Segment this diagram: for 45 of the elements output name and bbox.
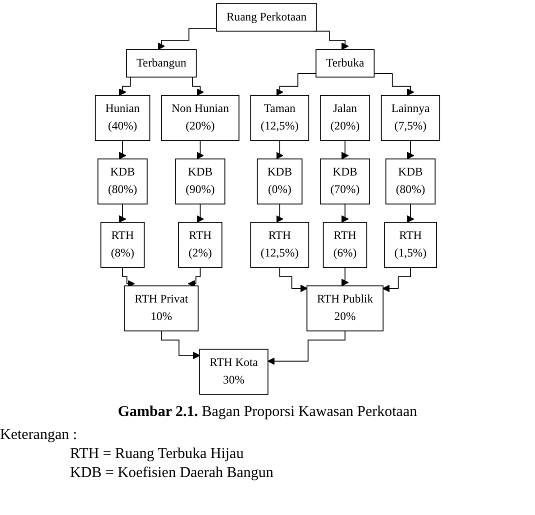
abbreviation-note: RTH = Ruang Terbuka Hijau xyxy=(70,446,244,463)
arrow xyxy=(276,73,316,96)
arrow xyxy=(188,267,201,288)
node-box: RTH Kota 30% xyxy=(199,348,268,395)
arrow xyxy=(196,204,204,223)
arrow xyxy=(160,330,200,360)
node-box: KDB (80%) xyxy=(385,158,436,204)
node-box: RTH (12,5%) xyxy=(250,222,310,268)
arrow xyxy=(406,204,414,223)
node-box: RTH (6%) xyxy=(322,222,368,268)
node-box: Terbangun xyxy=(126,49,197,78)
arrow xyxy=(276,140,284,160)
notes-heading: Keterangan : xyxy=(0,427,78,444)
node-box: Taman (12,5%) xyxy=(250,95,310,141)
node-box: Non Hunian (20%) xyxy=(161,95,240,141)
arrow xyxy=(268,330,346,365)
abbreviation-note: KDB = Koefisien Daerah Bangun xyxy=(70,465,274,482)
node-box: KDB (80%) xyxy=(98,158,148,204)
node-box: Jalan (20%) xyxy=(320,95,370,141)
arrow xyxy=(341,204,349,223)
node-box: RTH Privat 10% xyxy=(124,285,199,332)
node-box: Terbuka xyxy=(316,49,375,78)
arrow xyxy=(122,267,135,288)
node-box: Hunian (40%) xyxy=(94,95,150,141)
arrow xyxy=(276,204,284,223)
arrow xyxy=(118,140,126,160)
arrow xyxy=(196,140,204,160)
figure-caption: Gambar 2.1. Bagan Proporsi Kawasan Perkotaan xyxy=(118,404,418,421)
node-box: RTH Publik 20% xyxy=(306,285,384,332)
arrow xyxy=(158,28,217,50)
arrow xyxy=(374,73,414,96)
arrow xyxy=(279,267,308,292)
arrow xyxy=(341,140,349,160)
node-box: Ruang Perkotaan xyxy=(216,3,318,32)
node-box: RTH (1,5%) xyxy=(384,222,437,268)
node-box: Lainnya (7,5%) xyxy=(380,95,440,141)
node-box: RTH (2%) xyxy=(178,222,222,268)
arrow xyxy=(382,267,411,292)
node-box: RTH (8%) xyxy=(100,222,145,268)
node-box: KDB (90%) xyxy=(175,158,226,204)
arrow xyxy=(406,140,414,160)
node-box: KDB (0%) xyxy=(256,158,302,204)
node-box: KDB (70%) xyxy=(320,158,370,204)
arrow xyxy=(341,267,349,286)
arrow xyxy=(118,204,126,223)
